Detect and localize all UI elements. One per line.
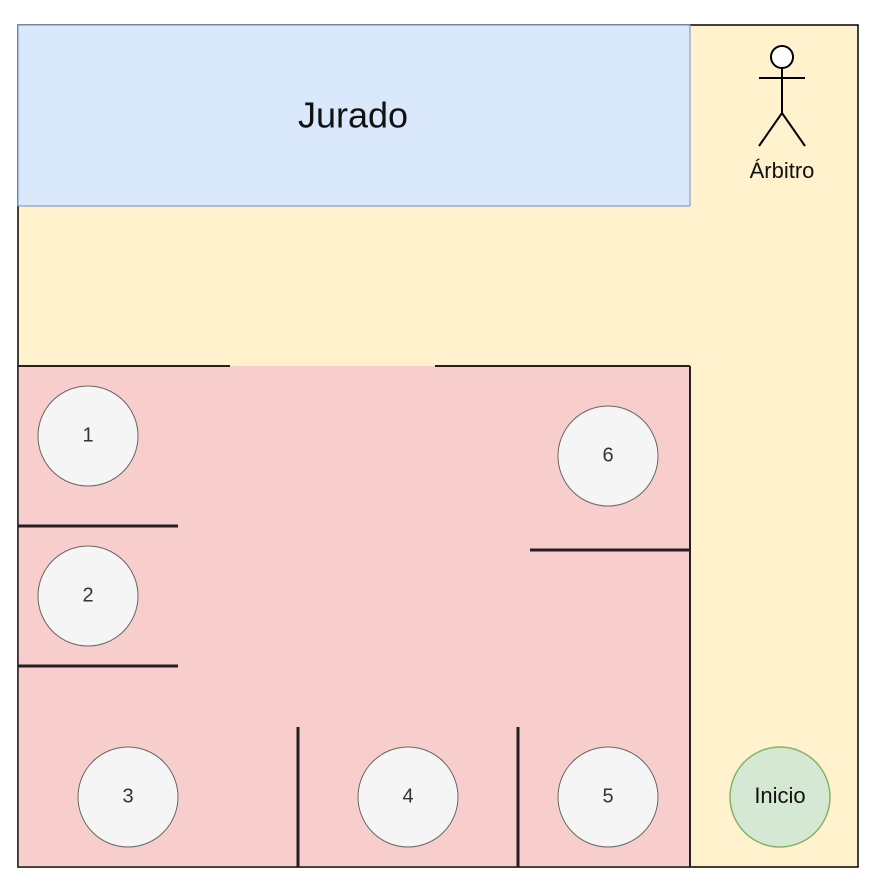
jury-label: Jurado xyxy=(298,95,408,136)
station-label: 1 xyxy=(82,424,93,446)
station-3: 3 xyxy=(77,746,179,848)
station-6: 6 xyxy=(557,405,659,507)
referee-label: Árbitro xyxy=(750,158,815,183)
jury-area xyxy=(17,24,691,207)
station-2: 2 xyxy=(37,545,139,647)
station-label: 5 xyxy=(602,785,613,807)
referee-icon xyxy=(758,45,806,147)
station-circle xyxy=(557,746,659,848)
start-node: Inicio xyxy=(729,746,831,848)
station-circle xyxy=(357,746,459,848)
referee-leg-left xyxy=(758,112,783,147)
referee-leg-right xyxy=(781,112,806,147)
station-circle xyxy=(557,405,659,507)
station-circle xyxy=(37,545,139,647)
station-label: 3 xyxy=(122,785,133,807)
referee-head xyxy=(770,45,794,69)
station-circle xyxy=(37,385,139,487)
station-4: 4 xyxy=(357,746,459,848)
station-1: 1 xyxy=(37,385,139,487)
station-label: 6 xyxy=(602,444,613,466)
station-label: 2 xyxy=(82,584,93,606)
start-circle xyxy=(729,746,831,848)
station-5: 5 xyxy=(557,746,659,848)
station-label: 4 xyxy=(402,785,413,807)
station-circle xyxy=(77,746,179,848)
start-label: Inicio xyxy=(754,783,805,808)
